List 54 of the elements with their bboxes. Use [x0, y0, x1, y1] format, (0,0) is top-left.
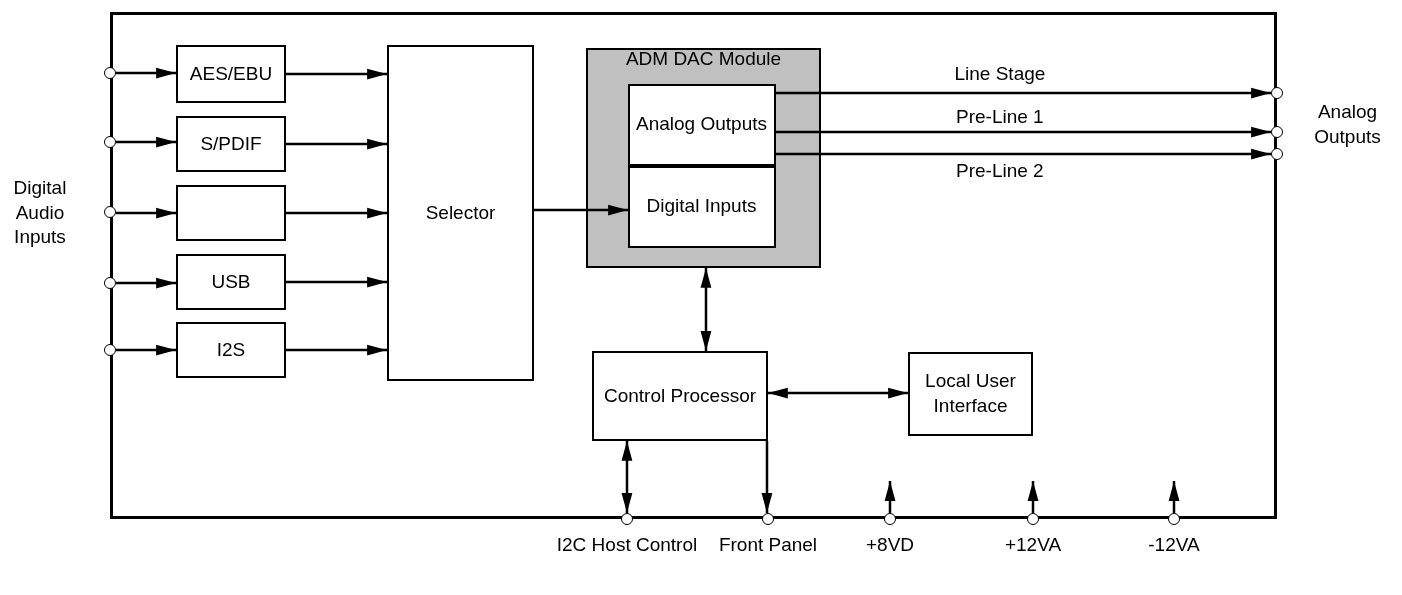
port-label: -12VA: [1147, 533, 1201, 557]
block-box: [176, 185, 286, 241]
port-label: Front Panel: [718, 533, 818, 557]
arrow: [700, 268, 712, 351]
block-box: Control Processor: [592, 351, 768, 441]
port-circle: [621, 513, 633, 525]
port-circle: [104, 67, 116, 79]
arrow: [286, 207, 387, 219]
port-circle: [1271, 87, 1283, 99]
arrow: [776, 126, 1271, 138]
arrow: [884, 481, 896, 513]
arrow: [761, 441, 773, 513]
port-circle: [1168, 513, 1180, 525]
block-box: S/PDIF: [176, 116, 286, 172]
enclosure-outline: [110, 12, 1277, 519]
block-box: Analog Outputs: [627, 83, 776, 166]
arrow: [768, 387, 908, 399]
arrow: [621, 441, 633, 513]
block-box: I2S: [176, 322, 286, 378]
side-label: Digital Audio Inputs: [12, 176, 68, 250]
side-label: Analog Outputs: [1313, 100, 1382, 149]
port-circle: [762, 513, 774, 525]
block-box: AES/EBU: [176, 45, 286, 103]
arrow: [776, 87, 1271, 99]
arrow: [1027, 481, 1039, 513]
block-box: Selector: [387, 45, 534, 381]
arrow: [286, 276, 387, 288]
port-circle: [884, 513, 896, 525]
arrow: [116, 136, 176, 148]
arrow: [116, 207, 176, 219]
port-circle: [104, 344, 116, 356]
arrow: [1168, 481, 1180, 513]
port-label: I2C Host Control: [555, 533, 699, 557]
arrow: [534, 204, 628, 216]
block-box: Digital Inputs: [627, 165, 776, 248]
port-circle: [104, 206, 116, 218]
module-title: ADM DAC Module: [625, 47, 782, 71]
port-circle: [1027, 513, 1039, 525]
arrow: [116, 344, 176, 356]
arrow: [776, 148, 1271, 160]
port-label: +8VD: [864, 533, 916, 557]
arrow: [116, 67, 176, 79]
block-box: USB: [176, 254, 286, 310]
arrow: [286, 138, 387, 150]
port-circle: [104, 136, 116, 148]
arrow: [286, 344, 387, 356]
port-label: +12VA: [1003, 533, 1063, 557]
port-circle: [1271, 148, 1283, 160]
arrow: [286, 68, 387, 80]
port-circle: [104, 277, 116, 289]
block-box: Local User Interface: [908, 352, 1033, 436]
port-circle: [1271, 126, 1283, 138]
module-panel: [586, 48, 821, 268]
arrow: [116, 277, 176, 289]
